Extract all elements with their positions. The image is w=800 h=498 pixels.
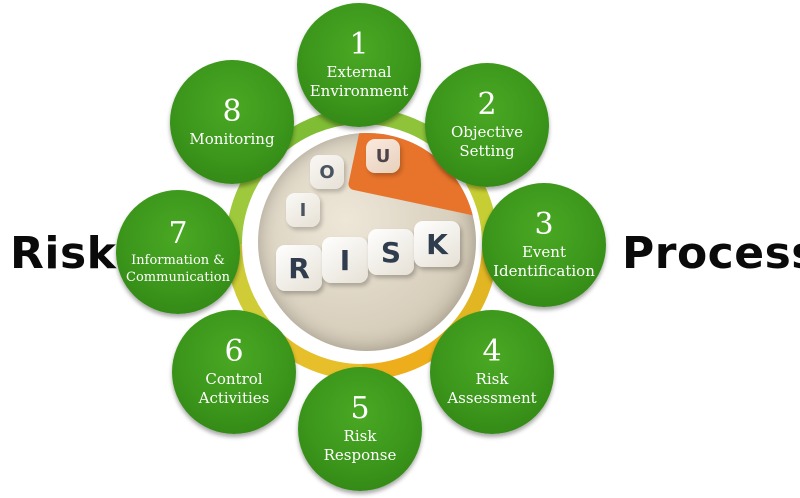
step-number: 3 [534,207,554,242]
step-label: Risk Response [323,427,397,464]
title-word-process: Process [622,228,800,279]
die-letter-s: S [368,229,414,275]
step-label: Risk Assessment [447,370,537,407]
step-6-control-activities: 6 Control Activities [172,310,296,434]
step-1-external-environment: 1 External Environment [297,3,421,127]
step-number: 7 [168,216,188,251]
step-7-information-communication: 7 Information & Communication [116,190,240,314]
step-2-objective-setting: 2 Objective Setting [425,63,549,187]
step-number: 8 [222,93,242,129]
step-label: Monitoring [189,129,275,148]
title-word-risk: Risk [10,228,117,279]
step-3-event-identification: 3 Event Identification [482,183,606,307]
die-letter-k: K [414,221,460,267]
step-label: Information & Communication [126,253,230,285]
die-letter-r: R [276,245,322,291]
step-8-monitoring: 8 Monitoring [170,60,294,184]
back-die-1: O [310,155,344,189]
step-5-risk-response: 5 Risk Response [298,367,422,491]
step-4-risk-assessment: 4 Risk Assessment [430,310,554,434]
step-number: 2 [477,87,497,122]
step-number: 5 [350,391,370,426]
step-number: 1 [349,27,369,62]
back-die-2: I [286,193,320,227]
step-label: Event Identification [493,243,595,280]
step-label: Control Activities [198,370,270,407]
step-label: External Environment [309,63,409,100]
back-die-3: U [366,139,400,173]
step-number: 6 [224,334,244,369]
center-photo-risk-dice: O I U R I S K [258,133,476,351]
die-letter-i: I [322,237,368,283]
step-number: 4 [482,334,502,369]
step-label: Objective Setting [450,123,523,160]
